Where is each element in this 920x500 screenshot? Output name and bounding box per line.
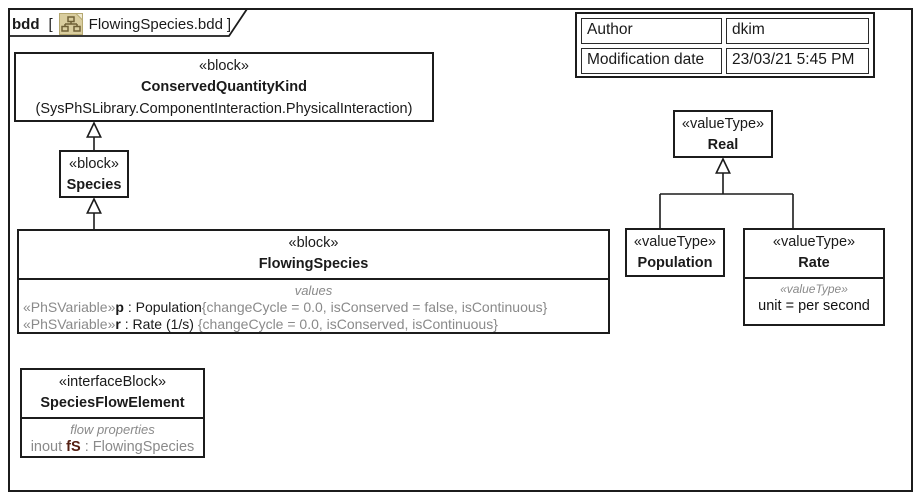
info-value-modification-date: 23/03/21 5:45 PM xyxy=(726,48,869,74)
info-label-author: Author xyxy=(581,18,722,44)
block-name: Species xyxy=(66,177,122,193)
flow-properties-compartment: flow properties inout fS : FlowingSpecie… xyxy=(22,417,203,456)
block-name: Population xyxy=(637,255,713,271)
compartment-label: values xyxy=(294,283,333,298)
block-flowingspecies[interactable]: «block» FlowingSpecies values «PhSVariab… xyxy=(17,229,610,334)
values-compartment: values «PhSVariable»p : Population{chang… xyxy=(19,278,608,332)
tab-close-bracket: ] xyxy=(226,15,232,33)
block-name: Rate xyxy=(798,255,830,271)
block-name: SpeciesFlowElement xyxy=(40,395,185,411)
generalization-flowingspecies-to-species[interactable] xyxy=(86,197,102,229)
block-qualified-path: (SysPhSLibrary.ComponentInteraction.Phys… xyxy=(35,101,413,117)
bdd-diagram-icon xyxy=(58,13,83,35)
unit-compartment: «valueType» unit = per second xyxy=(745,277,883,316)
valuetype-rate[interactable]: «valueType» Rate «valueType» unit = per … xyxy=(743,228,885,326)
unit-value: unit = per second xyxy=(758,298,870,314)
block-name: FlowingSpecies xyxy=(258,256,369,272)
generalization-species-to-conservedquantitykind[interactable] xyxy=(86,121,102,150)
stereotype-label: «valueType» xyxy=(772,234,856,250)
block-species[interactable]: «block» Species xyxy=(59,150,129,198)
info-label-modification-date: Modification date xyxy=(581,48,722,74)
diagram-tab[interactable]: bdd [ FlowingSpecies.bdd ] xyxy=(12,12,231,36)
stereotype-label: «interfaceBlock» xyxy=(58,374,167,390)
value-property-p[interactable]: «PhSVariable»p : Population{changeCycle … xyxy=(23,299,548,315)
stereotype-label: «block» xyxy=(288,235,339,251)
block-name: ConservedQuantityKind xyxy=(141,79,307,95)
flow-property-fs[interactable]: inout fS : FlowingSpecies xyxy=(30,439,195,455)
valuetype-population[interactable]: «valueType» Population xyxy=(625,228,725,277)
diagram-kind-label: bdd xyxy=(12,15,40,33)
tab-open-bracket: [ xyxy=(48,15,53,33)
stereotype-label: «valueType» xyxy=(633,234,717,250)
block-name: Real xyxy=(707,137,739,153)
block-conservedquantitykind[interactable]: «block» ConservedQuantityKind (SysPhSLib… xyxy=(14,52,434,122)
diagram-name: FlowingSpecies.bdd xyxy=(88,15,223,33)
stereotype-label: «block» xyxy=(199,58,249,74)
value-property-r[interactable]: «PhSVariable»r : Rate (1/s) {changeCycle… xyxy=(23,315,498,332)
frame-tab-outline xyxy=(9,8,248,37)
sub-stereotype-label: «valueType» xyxy=(780,282,848,296)
stereotype-label: «block» xyxy=(69,156,119,172)
valuetype-real[interactable]: «valueType» Real xyxy=(673,110,773,158)
info-value-author: dkim xyxy=(726,18,869,44)
stereotype-label: «valueType» xyxy=(681,116,765,132)
block-speciesflowelement[interactable]: «interfaceBlock» SpeciesFlowElement flow… xyxy=(20,368,205,458)
diagram-info-table[interactable]: Author dkim Modification date 23/03/21 5… xyxy=(575,12,875,78)
compartment-label: flow properties xyxy=(70,422,155,437)
generalization-tree-to-real[interactable] xyxy=(659,157,794,229)
